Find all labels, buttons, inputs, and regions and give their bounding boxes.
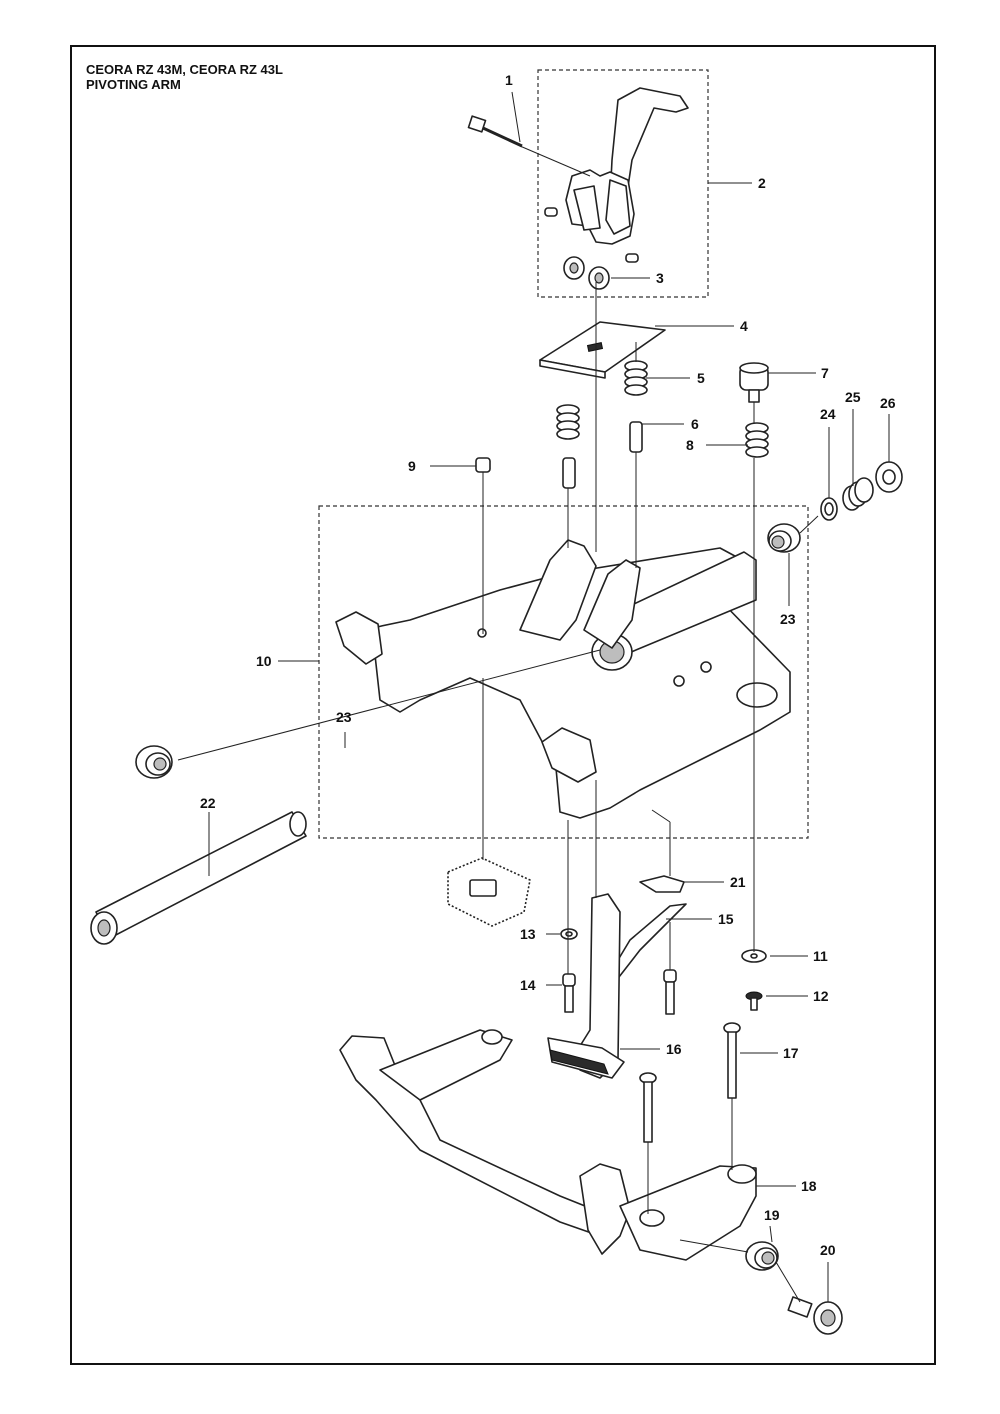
part-14-screw (562, 973, 576, 1013)
callout-24: 24 (820, 406, 836, 422)
part-23-bushing-left (135, 745, 173, 779)
callout-4: 4 (740, 318, 748, 334)
callout-labels: 1 2 3 4 5 6 7 8 9 10 11 12 13 14 15 16 1… (200, 72, 896, 1258)
callout-2: 2 (758, 175, 766, 191)
part-7-knob (739, 362, 769, 403)
callout-7: 7 (821, 365, 829, 381)
part-4-plate (539, 321, 666, 379)
callout-14: 14 (520, 977, 536, 993)
callout-18: 18 (801, 1178, 817, 1194)
leader-lines (177, 91, 890, 1303)
part-8-spring (745, 422, 769, 458)
callout-26: 26 (880, 395, 896, 411)
part-1-screw (467, 115, 523, 148)
part-3-bushings (563, 256, 610, 290)
part-10-pivoting-arm (335, 539, 791, 819)
callout-11: 11 (813, 948, 828, 964)
callout-19: 19 (764, 1207, 780, 1223)
title-line-1: CEORA RZ 43M, CEORA RZ 43L (86, 62, 283, 77)
part-12-screw (745, 991, 763, 1011)
part-16-foot-lever (547, 893, 625, 1079)
callout-25: 25 (845, 389, 861, 405)
callout-5: 5 (697, 370, 705, 386)
callout-16: 16 (666, 1041, 682, 1057)
callout-12: 12 (813, 988, 829, 1004)
part-17-bolt (639, 1022, 741, 1143)
part-5-spring (624, 360, 648, 396)
spring-left (556, 404, 580, 440)
callout-15: 15 (718, 911, 734, 927)
callout-8: 8 (686, 437, 694, 453)
sensor-board (447, 857, 531, 927)
callout-21: 21 (730, 874, 746, 890)
callout-3: 3 (656, 270, 664, 286)
part-25-spring (842, 477, 874, 511)
group-box-arm (318, 505, 809, 839)
part-2-handle (544, 87, 689, 263)
callout-23-left: 23 (336, 709, 352, 725)
part-9-nut (475, 457, 491, 473)
part-26-nut (875, 461, 903, 493)
callout-13: 13 (520, 926, 536, 942)
part-19-bushing (745, 1241, 779, 1271)
part-22-shaft (90, 811, 307, 945)
part-24-washer (820, 497, 838, 521)
part-11-washer (741, 949, 767, 963)
callout-23-right: 23 (780, 611, 796, 627)
part-21-clip (639, 875, 685, 893)
callout-1: 1 (505, 72, 513, 88)
title-line-2: PIVOTING ARM (86, 77, 181, 92)
callout-22: 22 (200, 795, 216, 811)
part-13-washer (560, 928, 578, 940)
part-6-spacer (562, 421, 643, 489)
callout-10: 10 (256, 653, 272, 669)
part-20-pin (787, 1296, 843, 1335)
drawing-frame (70, 45, 936, 1365)
callout-20: 20 (820, 1242, 836, 1258)
diagram-title: CEORA RZ 43M, CEORA RZ 43L PIVOTING ARM (86, 62, 283, 92)
callout-6: 6 (691, 416, 699, 432)
callout-17: 17 (783, 1045, 799, 1061)
part-15-screw (663, 969, 677, 1015)
part-18-lower-frame (339, 1029, 757, 1261)
part-23-bushing-right (767, 523, 801, 553)
callout-9: 9 (408, 458, 416, 474)
